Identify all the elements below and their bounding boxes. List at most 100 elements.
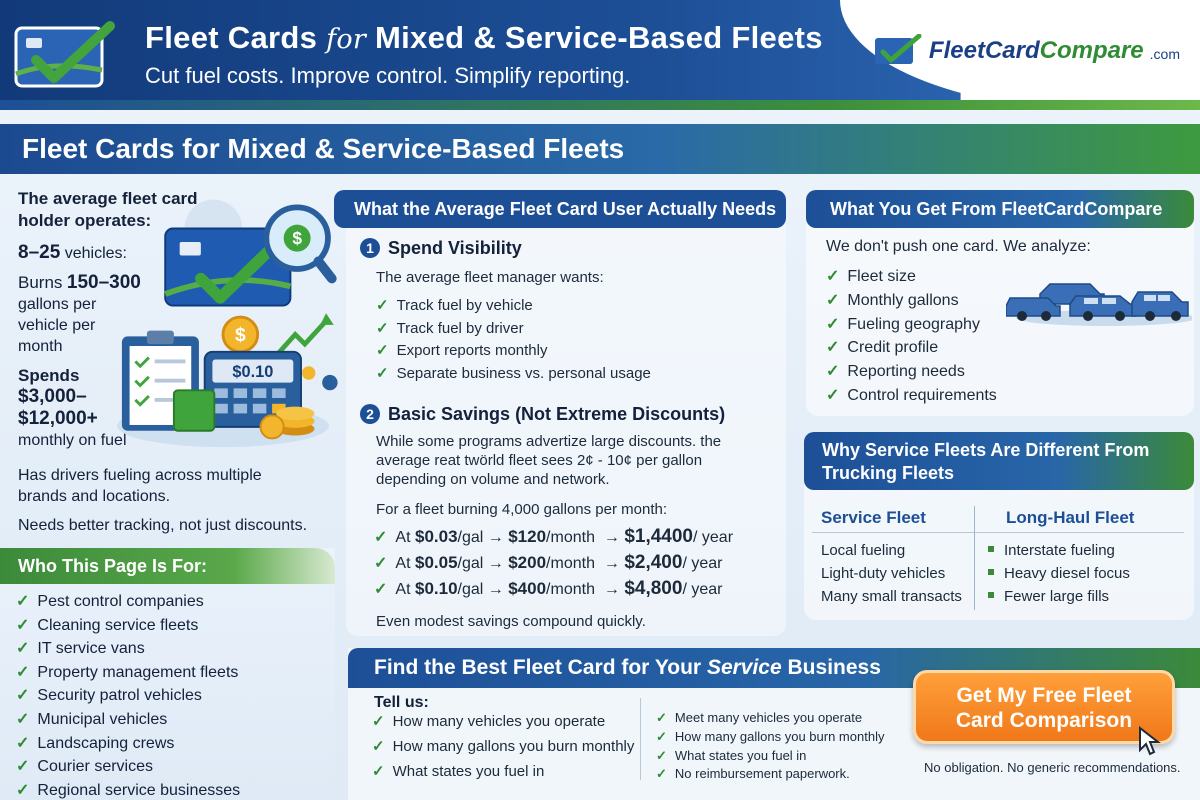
list-item: ✓Security patrol vehicles bbox=[16, 687, 202, 705]
user-needs-panel: What the Average Fleet Card User Actuall… bbox=[334, 190, 786, 636]
check-icon: ✓ bbox=[16, 710, 30, 728]
basic-savings-paragraph: While some programs advertize large disc… bbox=[376, 433, 722, 488]
who-this-is-for-panel: Who This Page Is For: ✓Pest control comp… bbox=[0, 548, 335, 800]
list-item: ✓What states you fuel in bbox=[372, 763, 545, 780]
list-item: ✓Courier services bbox=[16, 758, 153, 776]
check-icon: ✓ bbox=[372, 763, 385, 780]
long-haul-fleet-list: Interstate fueling Heavy diesel focus Fe… bbox=[988, 542, 1130, 611]
small-calculator-icon bbox=[172, 389, 216, 432]
why-different-title: Why Service Fleets Are Different From Tr… bbox=[822, 440, 1150, 483]
check-icon: ✓ bbox=[372, 713, 385, 730]
button-line-1: Get My Free Fleet bbox=[956, 684, 1132, 707]
stat-needs: Needs better tracking, not just discount… bbox=[18, 517, 308, 534]
comparison-divider bbox=[812, 532, 1184, 533]
header-stripe bbox=[0, 100, 1200, 110]
check-icon: ✓ bbox=[656, 747, 667, 763]
svg-text:$: $ bbox=[235, 325, 246, 346]
check-icon: ✓ bbox=[656, 766, 667, 782]
cta-title: Find the Best Fleet Card for Your Servic… bbox=[374, 656, 881, 679]
list-item: ✓Track fuel by driver bbox=[376, 319, 524, 337]
button-line-2: Card Comparison bbox=[955, 709, 1133, 732]
list-item: ✓Reporting needs bbox=[826, 363, 965, 381]
service-vs-trucking-panel: Why Service Fleets Are Different From Tr… bbox=[804, 432, 1194, 620]
list-item: ✓How many gallons you burn monthly bbox=[656, 728, 885, 744]
list-item: ✓Regional service businesses bbox=[16, 781, 241, 799]
check-icon: ✓ bbox=[826, 291, 840, 309]
dollar-coin-icon: $ bbox=[221, 315, 260, 354]
list-item: ✓Pest control companies bbox=[16, 593, 204, 610]
checkmark-icon bbox=[195, 240, 280, 304]
brand-domain: .com bbox=[1149, 46, 1180, 62]
section-banner: Fleet Cards for Mixed & Service-Based Fl… bbox=[0, 124, 1200, 174]
check-icon: ✓ bbox=[376, 319, 389, 337]
tell-us-label: Tell us: bbox=[374, 694, 429, 711]
list-item: ✓Fleet size bbox=[826, 268, 916, 285]
check-icon: ✓ bbox=[826, 386, 840, 404]
list-item: ✓Meet many vehicles you operate bbox=[656, 710, 863, 725]
list-item: Heavy diesel focus bbox=[988, 565, 1130, 588]
check-icon: ✓ bbox=[826, 339, 840, 357]
check-icon: ✓ bbox=[376, 297, 389, 314]
get-comparison-button[interactable]: Get My Free Fleet Card Comparison bbox=[913, 670, 1175, 744]
banner-title: Fleet Cards for Mixed & Service-Based Fl… bbox=[22, 133, 625, 164]
coin-stack-icon bbox=[259, 406, 315, 440]
check-icon: ✓ bbox=[372, 738, 385, 755]
brand-logo[interactable]: FleetCardCompare .com bbox=[873, 34, 1180, 68]
tell-us-list: ✓How many vehicles you operate ✓How many… bbox=[372, 712, 634, 787]
number-badge-1: 1 bbox=[360, 238, 380, 258]
list-item: ✓Separate business vs. personal usage bbox=[376, 364, 651, 382]
list-item: ✓Credit profile bbox=[826, 339, 939, 357]
stat-gallons: Burns 150–300 gallons per vehicle per mo… bbox=[18, 272, 141, 355]
svg-text:$: $ bbox=[292, 228, 302, 248]
svg-text:$0.10: $0.10 bbox=[232, 363, 273, 381]
list-item: ✓IT service vans bbox=[16, 640, 145, 658]
list-item: ✓Export reports monthly bbox=[376, 342, 548, 359]
check-icon: ✓ bbox=[16, 593, 30, 610]
average-intro: The average fleet card holder operates: bbox=[18, 189, 198, 230]
cta-benefits-list: ✓Meet many vehicles you operate ✓How man… bbox=[656, 710, 884, 785]
check-icon: ✓ bbox=[16, 687, 30, 705]
header-subtitle: Cut fuel costs. Improve control. Simplif… bbox=[145, 63, 631, 88]
cta-divider bbox=[640, 698, 641, 780]
list-item: Interstate fueling bbox=[988, 542, 1130, 565]
check-icon: ✓ bbox=[376, 342, 389, 359]
check-icon: ✓ bbox=[826, 315, 840, 333]
location-pin-icon bbox=[301, 366, 316, 380]
savings-row-1: ✓At $0.03/gal → $120/month → $1,4400/ ye… bbox=[374, 526, 734, 547]
list-item: ✓Track fuel by vehicle bbox=[376, 297, 533, 314]
location-pin-icon-2 bbox=[322, 374, 338, 391]
check-icon: ✓ bbox=[656, 728, 667, 744]
service-fleet-heading: Service Fleet bbox=[821, 508, 926, 527]
calculator-icon: $0.10 bbox=[203, 350, 302, 428]
savings-row-2: ✓At $0.05/gal → $200/month → $2,400/ yea… bbox=[374, 552, 723, 573]
what-you-get-panel: What You Get From FleetCardCompare We do… bbox=[806, 190, 1194, 416]
needs-title: What the Average Fleet Card User Actuall… bbox=[354, 199, 777, 219]
page-header: Fleet Cards for Mixed & Service-Based Fl… bbox=[0, 0, 1200, 110]
check-icon: ✓ bbox=[656, 710, 667, 725]
check-icon: ✓ bbox=[16, 781, 30, 799]
list-item: Local fueling bbox=[821, 542, 906, 559]
long-haul-fleet-heading: Long-Haul Fleet bbox=[1006, 508, 1135, 527]
growth-arrow-icon bbox=[276, 319, 328, 356]
header-title: Fleet Cards for Mixed & Service-Based Fl… bbox=[145, 20, 823, 55]
check-icon: ✓ bbox=[374, 555, 388, 572]
list-item: Many small transacts bbox=[821, 588, 962, 605]
magnifier-dollar-icon: $ bbox=[263, 204, 337, 284]
stat-drivers: Has drivers fueling across multiple bran… bbox=[18, 467, 262, 505]
spend-visibility-list: ✓Track fuel by vehicle ✓Track fuel by dr… bbox=[376, 296, 651, 386]
list-item: ✓Fueling geography bbox=[826, 315, 980, 333]
check-icon: ✓ bbox=[16, 734, 30, 752]
who-header: Who This Page Is For: bbox=[0, 548, 335, 584]
number-badge-2: 2 bbox=[360, 404, 380, 424]
cta-note: No obligation. No generic recommendation… bbox=[924, 760, 1181, 775]
list-item: ✓Control requirements bbox=[826, 386, 997, 404]
who-list: ✓Pest control companies ✓Cleaning servic… bbox=[16, 591, 240, 800]
list-item: ✓How many vehicles you operate bbox=[372, 713, 606, 730]
stat-spend: Spends $3,000–$12,000+ monthly on fuel bbox=[18, 366, 127, 449]
check-icon: ✓ bbox=[16, 758, 30, 776]
check-icon: ✓ bbox=[376, 364, 389, 382]
list-item: ✓Cleaning service fleets bbox=[16, 616, 199, 634]
list-item: ✓Municipal vehicles bbox=[16, 710, 168, 728]
analysis-list: ✓Fleet size ✓Monthly gallons ✓Fueling ge… bbox=[826, 266, 997, 409]
